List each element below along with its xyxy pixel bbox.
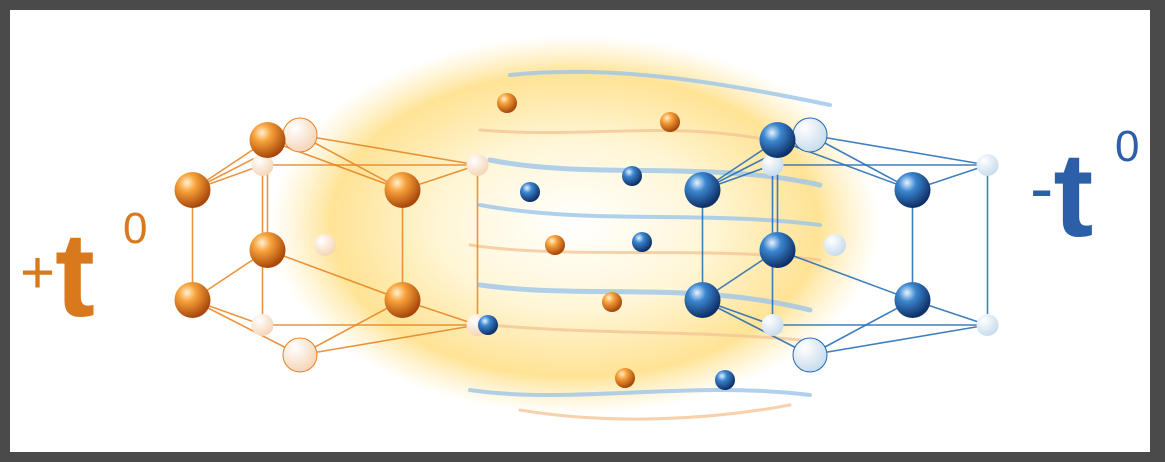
hot-particle bbox=[615, 368, 635, 388]
hot-particle bbox=[602, 292, 622, 312]
cold-particle bbox=[622, 166, 642, 186]
diagram-canvas: +t 0 -t 0 bbox=[10, 10, 1150, 452]
lattice-atom-back bbox=[762, 314, 784, 336]
lattice-bond bbox=[193, 300, 301, 355]
lattice-atom bbox=[283, 338, 317, 372]
lattice-atom bbox=[760, 232, 796, 268]
lattice-atom bbox=[385, 172, 421, 208]
hot-superscript: 0 bbox=[123, 207, 147, 251]
lattice-atom-back bbox=[977, 314, 999, 336]
lattice-atom bbox=[685, 282, 721, 318]
lattice-atom bbox=[793, 338, 827, 372]
cold-particle bbox=[520, 182, 540, 202]
cold-temperature-label: -t 0 bbox=[1030, 135, 1093, 255]
lattice-atom bbox=[250, 232, 286, 268]
lattice-atom bbox=[760, 122, 796, 158]
cold-superscript: 0 bbox=[1115, 125, 1139, 169]
cold-t-letter: t bbox=[1053, 128, 1093, 262]
heat-glow bbox=[270, 35, 880, 415]
thermal-expansion-diagram bbox=[10, 10, 1150, 452]
lattice-atom bbox=[175, 282, 211, 318]
lattice-atom bbox=[385, 282, 421, 318]
hot-temperature-label: +t 0 bbox=[20, 215, 95, 335]
lattice-atom-back bbox=[314, 234, 336, 256]
lattice-atom-back bbox=[252, 314, 274, 336]
minus-sign: - bbox=[1030, 149, 1053, 227]
hot-particle bbox=[660, 112, 680, 132]
cold-particle bbox=[478, 315, 498, 335]
lattice-atom bbox=[283, 118, 317, 152]
cold-particle bbox=[715, 370, 735, 390]
lattice-atom bbox=[793, 118, 827, 152]
hot-particle bbox=[497, 93, 517, 113]
hot-t-letter: t bbox=[55, 208, 95, 342]
lattice-atom-back bbox=[824, 234, 846, 256]
lattice-atom-back bbox=[977, 154, 999, 176]
lattice-atom bbox=[250, 122, 286, 158]
cold-particle bbox=[632, 232, 652, 252]
hot-particle bbox=[545, 235, 565, 255]
lattice-atom-back bbox=[467, 154, 489, 176]
lattice-atom bbox=[685, 172, 721, 208]
lattice-atom bbox=[175, 172, 211, 208]
plus-sign: + bbox=[20, 239, 55, 306]
lattice-atom bbox=[895, 172, 931, 208]
lattice-atom bbox=[895, 282, 931, 318]
